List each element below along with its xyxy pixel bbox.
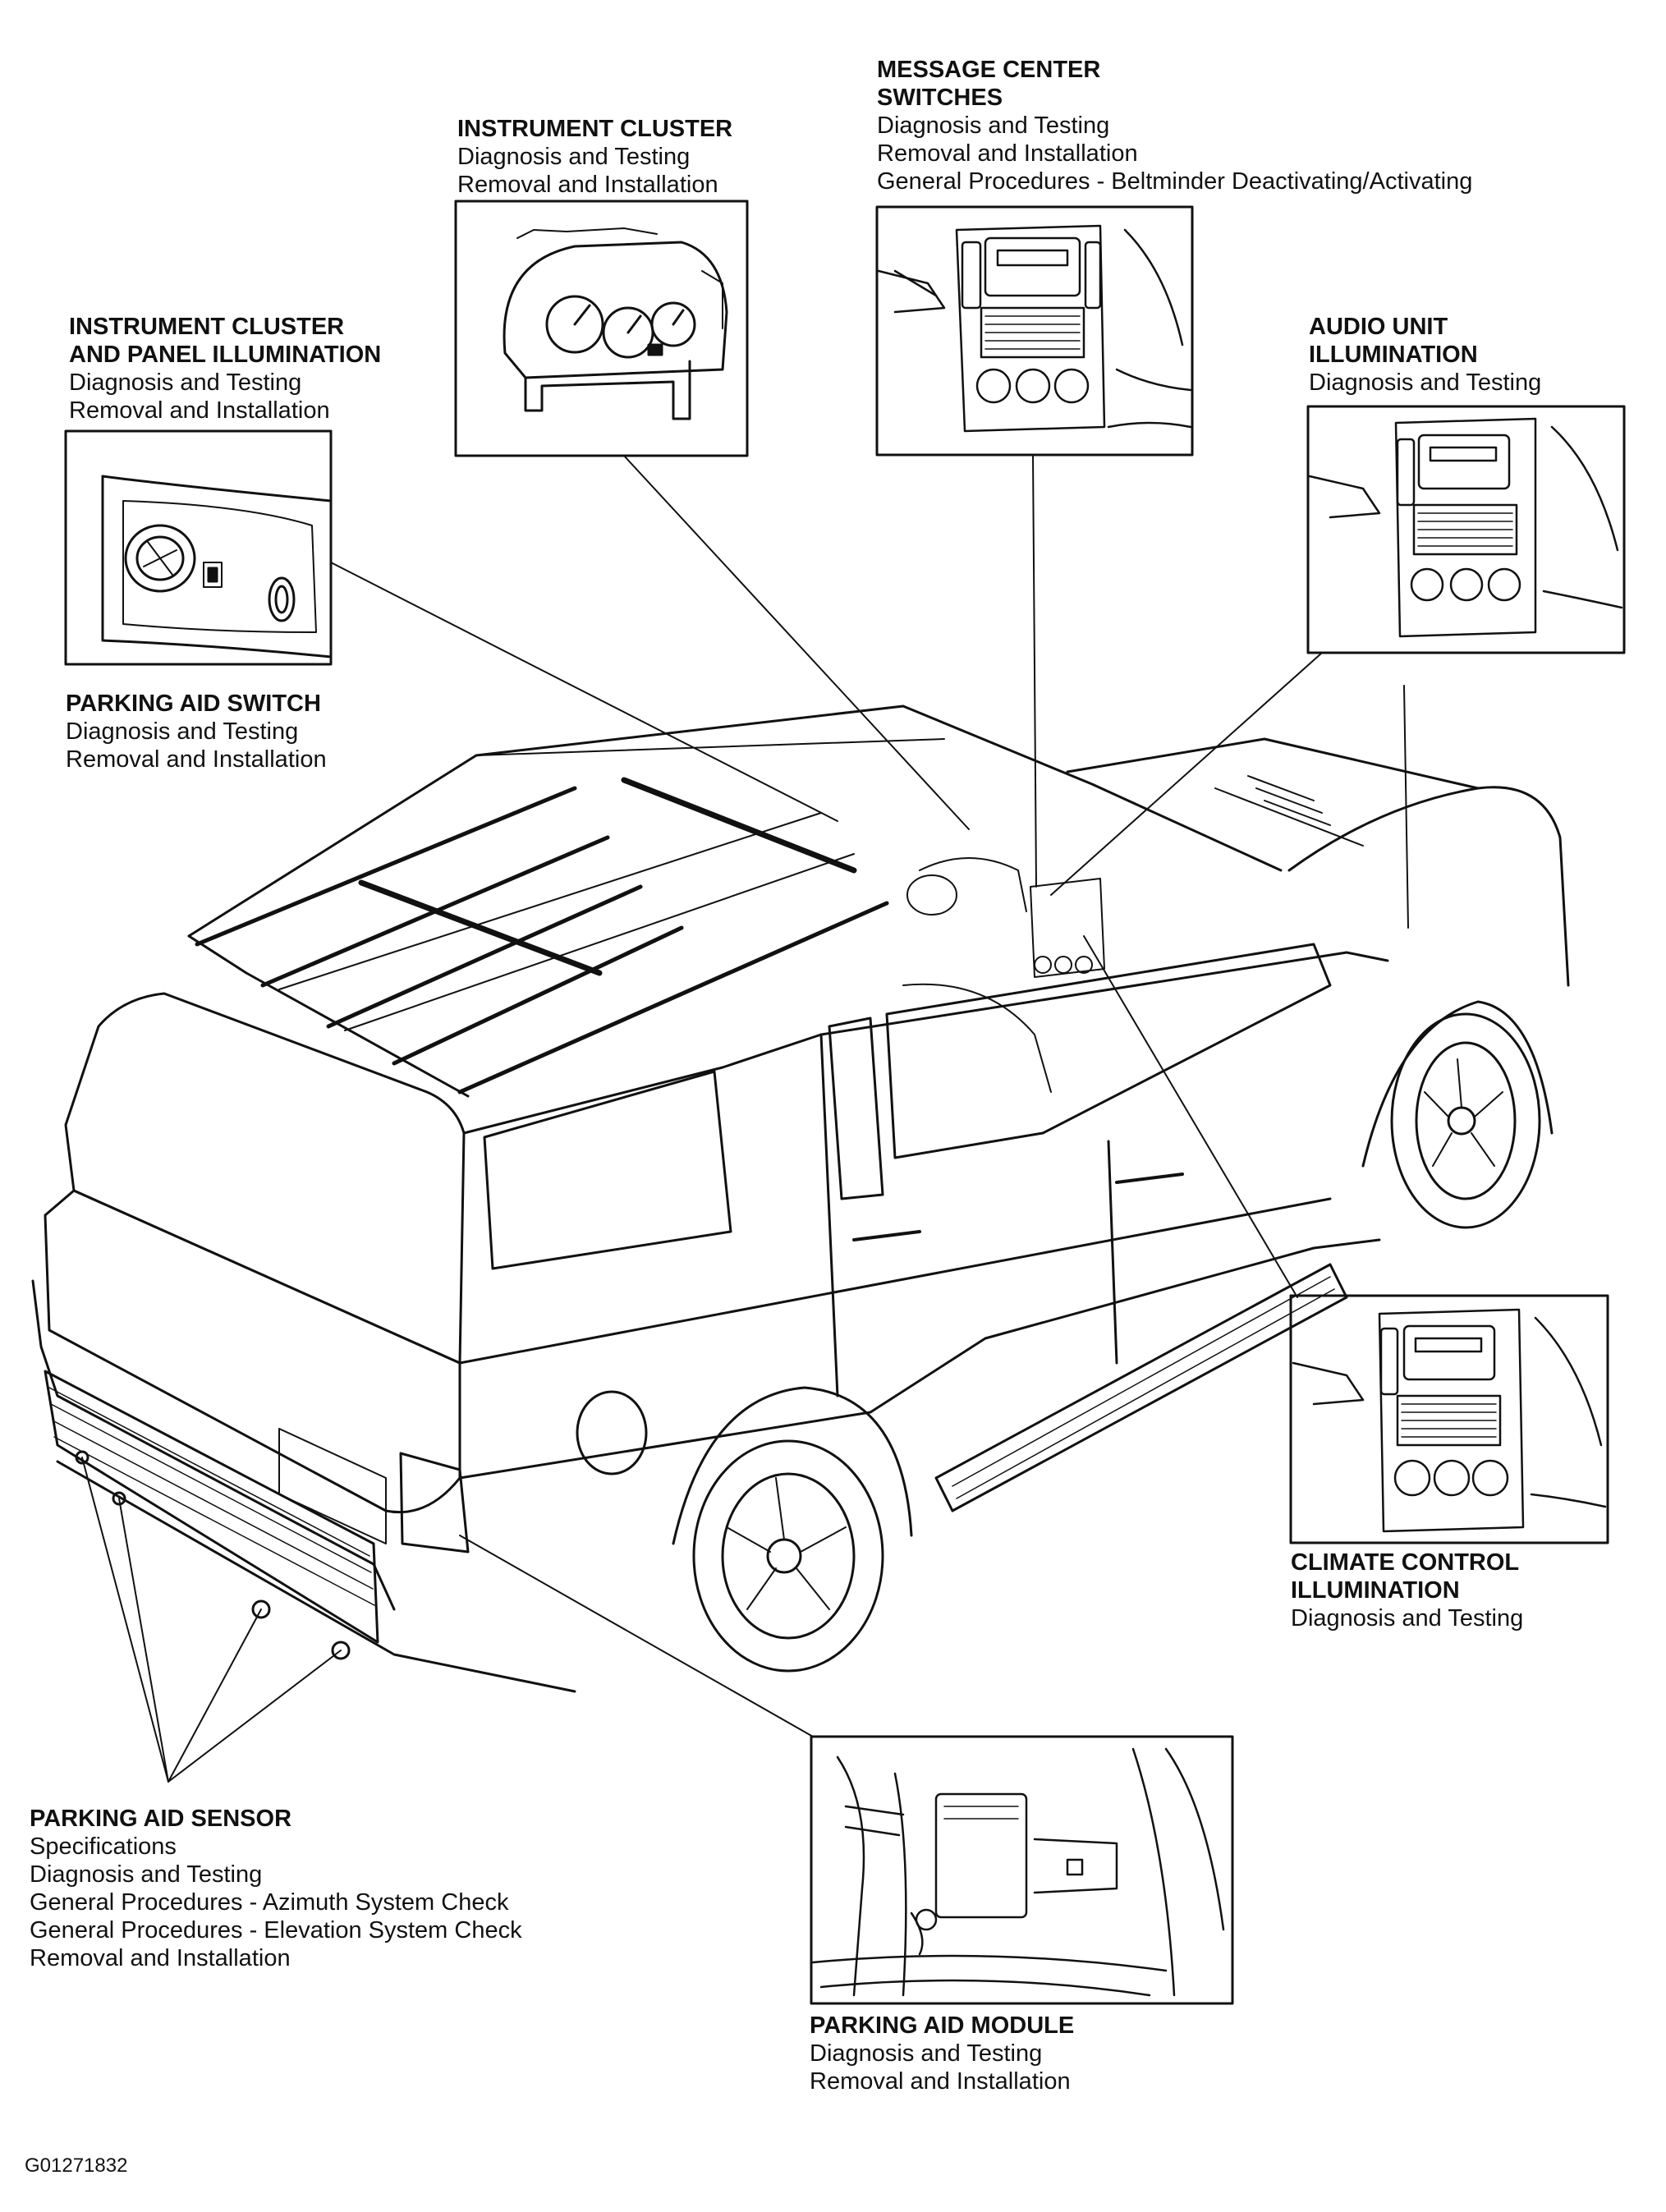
link-removal-installation[interactable]: Removal and Installation	[810, 2068, 1071, 2095]
link-azimuth-system-check[interactable]: General Procedures - Azimuth System Chec…	[30, 1889, 509, 1916]
suv-line-art	[31, 685, 1570, 1693]
link-removal-installation[interactable]: Removal and Installation	[457, 172, 718, 198]
inset-parking-aid-module	[810, 1735, 1234, 2005]
callout-instrument-cluster: INSTRUMENT CLUSTER Diagnosis and Testing…	[457, 115, 732, 199]
antenna	[1403, 685, 1409, 929]
taillight	[399, 1452, 470, 1553]
inset-audio-unit	[1306, 405, 1626, 654]
link-diagnosis-testing[interactable]: Diagnosis and Testing	[30, 1861, 263, 1888]
link-removal-installation[interactable]: Removal and Installation	[877, 140, 1138, 167]
headlamp-switch-icon	[101, 475, 333, 659]
callout-title-line2: ILLUMINATION	[1291, 1577, 1460, 1604]
leader-sensor-3	[168, 1609, 262, 1783]
callout-title: CLIMATE CONTROL	[1291, 1549, 1520, 1576]
callout-title-line2: ILLUMINATION	[1309, 342, 1478, 368]
callout-climate-control: CLIMATE CONTROL ILLUMINATION Diagnosis a…	[1291, 1549, 1523, 1632]
callout-title: PARKING AID SWITCH	[66, 691, 321, 717]
callout-title: INSTRUMENT CLUSTER	[457, 116, 733, 142]
leader-lines	[81, 454, 1323, 1783]
inset-instrument-cluster	[454, 200, 749, 457]
leader-audio-unit	[1050, 652, 1323, 896]
link-diagnosis-testing[interactable]: Diagnosis and Testing	[1291, 1605, 1524, 1631]
instrument-cluster-icon	[503, 227, 728, 420]
callout-message-center: MESSAGE CENTER SWITCHES Diagnosis and Te…	[877, 56, 1472, 195]
callout-audio-unit: AUDIO UNIT ILLUMINATION Diagnosis and Te…	[1309, 313, 1541, 397]
leader-sensor-4	[168, 1650, 342, 1783]
link-removal-installation[interactable]: Removal and Installation	[66, 746, 327, 773]
rear-window	[64, 992, 466, 1365]
link-diagnosis-testing[interactable]: Diagnosis and Testing	[877, 112, 1110, 139]
roof-outline	[187, 704, 1283, 938]
inset-climate-control	[1289, 1294, 1609, 1544]
callout-parking-aid-module: PARKING AID MODULE Diagnosis and Testing…	[810, 2012, 1074, 2095]
leader-climate-control	[1083, 935, 1298, 1298]
parking-sensor-1	[75, 1450, 89, 1465]
link-diagnosis-testing[interactable]: Diagnosis and Testing	[1309, 369, 1542, 396]
link-removal-installation[interactable]: Removal and Installation	[69, 397, 330, 424]
callout-title: AUDIO UNIT	[1309, 314, 1448, 340]
callout-title: INSTRUMENT CLUSTER	[69, 314, 345, 340]
leader-message-center	[1032, 454, 1037, 888]
running-board	[934, 1263, 1348, 1512]
leader-instrument-cluster	[623, 455, 970, 830]
parking-sensor-2	[112, 1491, 126, 1506]
callout-panel-illumination: INSTRUMENT CLUSTER AND PANEL ILLUMINATIO…	[69, 313, 381, 425]
link-diagnosis-testing[interactable]: Diagnosis and Testing	[66, 718, 299, 745]
rear-side-window	[483, 1070, 732, 1270]
parking-aid-module-icon	[811, 1747, 1225, 1997]
leader-sensor-2	[118, 1498, 169, 1783]
link-removal-installation[interactable]: Removal and Installation	[30, 1945, 291, 1971]
parking-sensor-4	[331, 1641, 351, 1660]
climate-center-stack-icon	[1292, 1308, 1607, 1533]
inset-message-center	[875, 205, 1194, 457]
inset-panel-illumination	[64, 429, 333, 666]
link-diagnosis-testing[interactable]: Diagnosis and Testing	[810, 2040, 1043, 2067]
callout-parking-aid-sensor: PARKING AID SENSOR Specifications Diagno…	[30, 1805, 522, 1972]
callout-title: PARKING AID SENSOR	[30, 1806, 292, 1832]
callout-parking-aid-switch: PARKING AID SWITCH Diagnosis and Testing…	[66, 690, 327, 773]
callout-title-line2: AND PANEL ILLUMINATION	[69, 342, 382, 368]
leader-parking-aid-module	[459, 1535, 814, 1737]
parking-sensor-3	[251, 1599, 271, 1619]
dashboard-center-stack-icon	[877, 224, 1192, 433]
link-beltminder-procedure[interactable]: General Procedures - Beltminder Deactiva…	[877, 168, 1473, 195]
link-specifications[interactable]: Specifications	[30, 1833, 177, 1860]
callout-title: PARKING AID MODULE	[810, 2012, 1075, 2039]
figure-id: G01271832	[25, 2155, 128, 2177]
front-wheel	[1390, 1012, 1541, 1229]
link-diagnosis-testing[interactable]: Diagnosis and Testing	[457, 144, 691, 170]
link-elevation-system-check[interactable]: General Procedures - Elevation System Ch…	[30, 1917, 522, 1944]
callout-title-line2: SWITCHES	[877, 85, 1003, 111]
callout-title: MESSAGE CENTER	[877, 57, 1101, 83]
audio-center-stack-icon	[1308, 417, 1623, 638]
link-diagnosis-testing[interactable]: Diagnosis and Testing	[69, 369, 302, 396]
fuel-door	[576, 1390, 648, 1475]
rear-wheel	[692, 1439, 884, 1673]
leader-panel-illumination	[330, 562, 838, 822]
leader-sensor-1	[81, 1457, 169, 1783]
